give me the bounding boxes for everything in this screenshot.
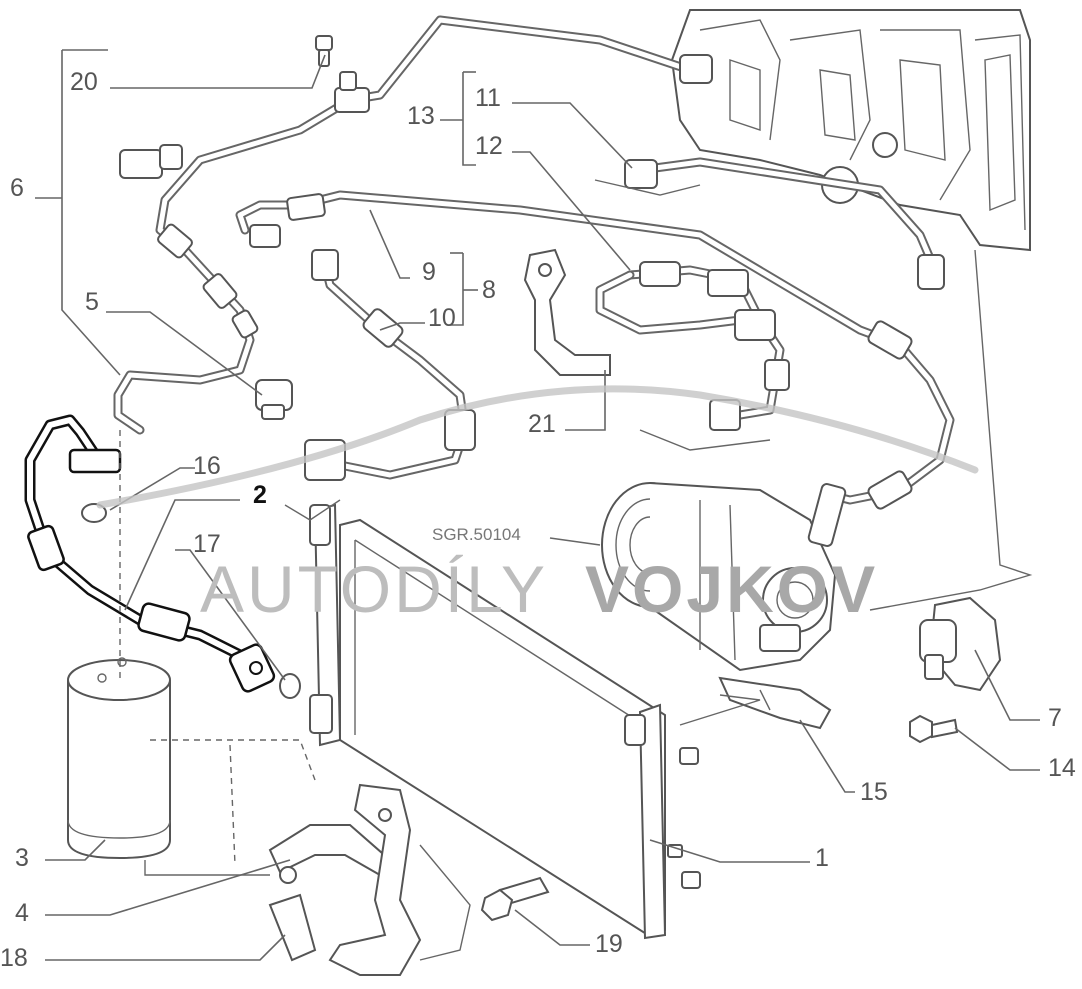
callout-2: 2 [253,481,267,509]
service-valve [315,35,333,67]
callout-5: 5 [85,288,99,316]
watermark-bold: VOJKOV [585,552,878,626]
callout-7: 7 [1048,704,1062,732]
callout-16: 16 [193,452,221,480]
leader-lines [35,49,1040,961]
callout-19: 19 [595,930,623,958]
pressure-hose-middle [235,190,955,510]
hose-bracket [523,248,611,376]
receiver-drier [67,657,171,860]
watermark-light: AUTODÍLY [200,552,548,626]
compressor-bracket [718,676,832,730]
callout-10: 10 [428,304,456,332]
drawing-code: SGR.50104 [432,525,521,544]
liquid-hose-right [595,157,945,431]
callout-3: 3 [15,844,29,872]
callout-21: 21 [528,410,556,438]
callout-15: 15 [860,778,888,806]
screw [909,714,959,744]
callout-9: 9 [422,258,436,286]
watermark-swoosh [96,385,979,509]
drier-bracket [268,783,422,976]
condenser [309,503,701,940]
callout-4: 4 [15,899,29,927]
callout-17: 17 [193,530,221,558]
pressure-sensor [919,596,1002,692]
highlighted-hose [24,414,276,693]
callout-8: 8 [482,276,496,304]
callout-20: 20 [70,68,98,96]
callout-6: 6 [10,174,24,202]
callout-18: 18 [0,944,28,972]
callout-11: 11 [475,84,501,112]
callout-12: 12 [475,132,503,160]
pressure-switch [255,379,293,420]
callout-1: 1 [815,844,829,872]
compressor [601,482,847,672]
bolt [480,876,550,922]
callout-13: 13 [407,102,435,130]
callout-14: 14 [1048,754,1076,782]
suction-hose-upper [113,15,713,435]
evaporator-housing [670,9,1031,252]
